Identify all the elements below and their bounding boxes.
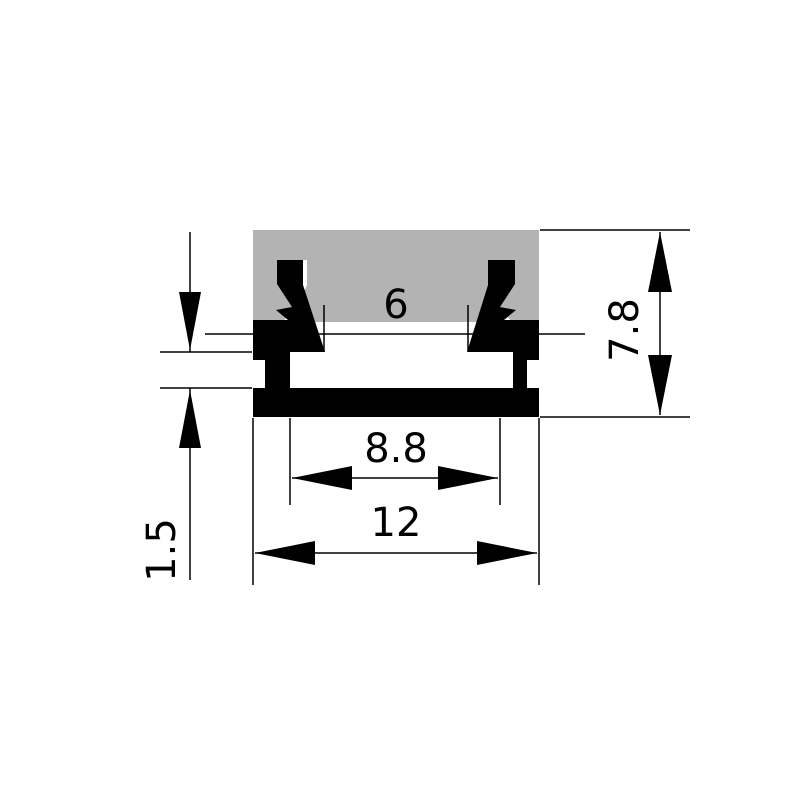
dimension-label-outer-width: 12 [371, 500, 422, 546]
dimension-label-height: 7.8 [602, 298, 648, 362]
dimension-line-outer-width [255, 541, 537, 565]
extension-lines [160, 229, 690, 585]
dimension-line-base-thickness [179, 232, 201, 580]
diffuser-cover [253, 230, 539, 322]
dimension-label-base-thickness: 1.5 [139, 518, 185, 582]
dimension-label-opening: 6 [383, 282, 408, 328]
dimension-label-inner-width: 8.8 [364, 426, 428, 472]
dimension-line-inner-width [292, 466, 498, 490]
aluminium-profile [253, 260, 539, 417]
dimension-line-height [648, 232, 672, 415]
